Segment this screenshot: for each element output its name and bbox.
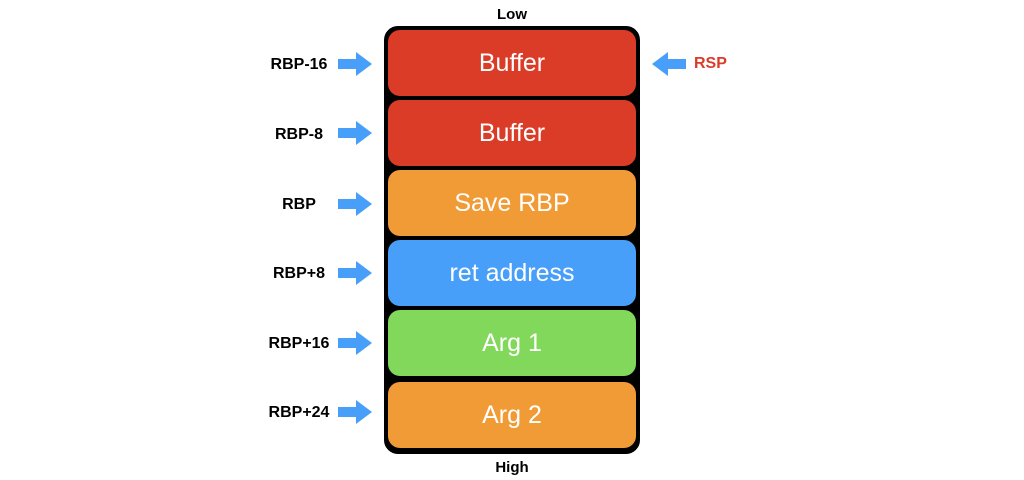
rsp-pointer-label: RSP (694, 55, 727, 72)
high-address-label: High (495, 459, 529, 476)
stack-slot-ret-address: ret address (388, 240, 636, 306)
right-arrow-icon (338, 121, 372, 145)
slot-label: Buffer (478, 48, 546, 77)
stack-slot-save-rbp: Save RBP (388, 170, 636, 236)
offset-label-rbp-8: RBP-8 (274, 126, 323, 143)
stack-slot-buffer-2: Buffer (388, 100, 636, 166)
right-arrow-icon (338, 331, 372, 355)
stack-slot-arg-1: Arg 1 (388, 310, 636, 376)
right-arrow-icon (338, 52, 372, 76)
offset-label-rbp-plus-16: RBP+16 (268, 335, 330, 352)
offset-label-rbp-plus-24: RBP+24 (268, 404, 330, 421)
right-arrow-icon (338, 261, 372, 285)
stack-slot-buffer-1: Buffer (388, 30, 636, 96)
left-arrow-icon (652, 52, 686, 76)
slot-label: Save RBP (454, 188, 570, 217)
slot-label: Arg 2 (482, 400, 542, 429)
right-arrow-icon (338, 400, 372, 424)
right-arrow-icon (338, 192, 372, 216)
offset-label-rbp-16: RBP-16 (270, 56, 328, 73)
slot-label: ret address (449, 258, 575, 287)
low-address-label: Low (497, 6, 527, 23)
offset-label-rbp: RBP (282, 196, 316, 213)
stack-slot-arg-2: Arg 2 (388, 382, 636, 448)
slot-label: Arg 1 (482, 328, 542, 357)
slot-label: Buffer (478, 118, 546, 147)
offset-label-rbp-plus-8: RBP+8 (272, 265, 326, 282)
